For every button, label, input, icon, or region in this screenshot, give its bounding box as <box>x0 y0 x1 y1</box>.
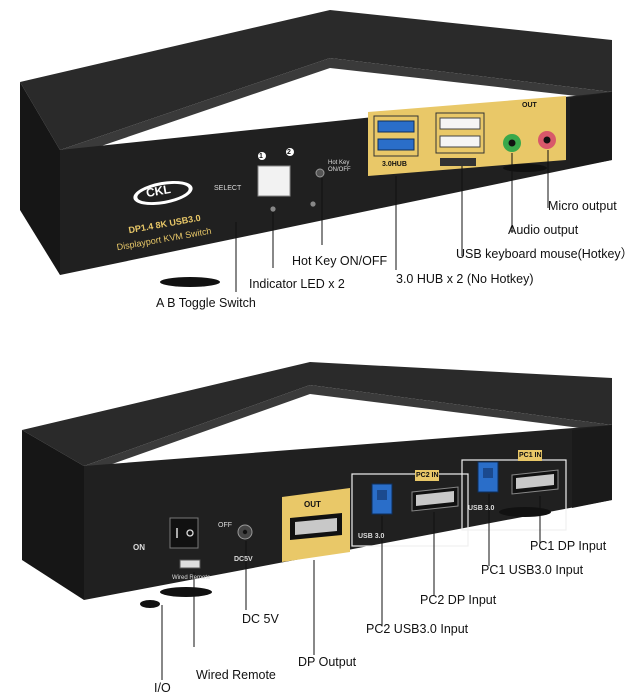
led-1 <box>270 206 276 212</box>
port2-number: 2 <box>287 149 291 156</box>
port2-marker <box>286 148 294 156</box>
port1-number: 1 <box>259 153 263 160</box>
front-leader-lines <box>235 150 549 292</box>
front-out-label: OUT <box>522 102 537 109</box>
dp-output-label: DP Output <box>298 655 357 669</box>
dc5v-device-label: DC5V <box>234 556 253 563</box>
pc1-usb-input-label: PC1 USB3.0 Input <box>481 563 584 577</box>
io-label: I/O <box>154 681 171 695</box>
hotkey-device-label: Hot Key ON/OFF <box>328 160 351 173</box>
brand-logo-text: CKL <box>144 181 172 201</box>
led-2 <box>310 201 316 207</box>
usb30-label-b: USB 3.0 <box>468 505 495 512</box>
dc-5v-label: DC 5V <box>242 612 279 626</box>
pc1-dp-input-label: PC1 DP Input <box>530 539 607 553</box>
pc1-in-label: PC1 IN <box>519 452 542 459</box>
select-label: SELECT <box>214 185 242 192</box>
pc2-in-label: PC2 IN <box>416 472 439 479</box>
hub-label: 3.0HUB <box>382 161 407 168</box>
back-out-label: OUT <box>304 500 321 509</box>
micro-output-label: Micro output <box>548 199 617 213</box>
indicator-led-label: Indicator LED x 2 <box>249 277 345 291</box>
off-label: OFF <box>218 522 232 529</box>
port1-marker <box>258 152 266 160</box>
pc2-dp-input-label: PC2 DP Input <box>420 593 497 607</box>
ckl-logo <box>133 180 193 206</box>
back-unit <box>22 362 612 608</box>
hot-key-onoff-label: Hot Key ON/OFF <box>292 254 388 268</box>
front-unit <box>20 10 612 287</box>
hotkey-button <box>315 168 325 178</box>
hub-ports-label: 3.0 HUB x 2 (No Hotkey) <box>396 272 534 286</box>
audio-output-label: Audio output <box>508 223 579 237</box>
usb-keyboard-mouse-label: USB keyboard mouse(Hotkey） <box>456 247 634 261</box>
select-button <box>257 165 291 197</box>
usb30-label-a: USB 3.0 <box>358 533 385 540</box>
pc2-usb-input-label: PC2 USB3.0 Input <box>366 622 469 636</box>
wired-remote-device-label: Wired Remote <box>172 575 211 581</box>
wired-remote-label: Wired Remote <box>196 668 276 682</box>
back-leader-lines <box>161 494 541 680</box>
on-label: ON <box>133 543 145 552</box>
toggle-switch-label: A B Toggle Switch <box>156 296 256 310</box>
